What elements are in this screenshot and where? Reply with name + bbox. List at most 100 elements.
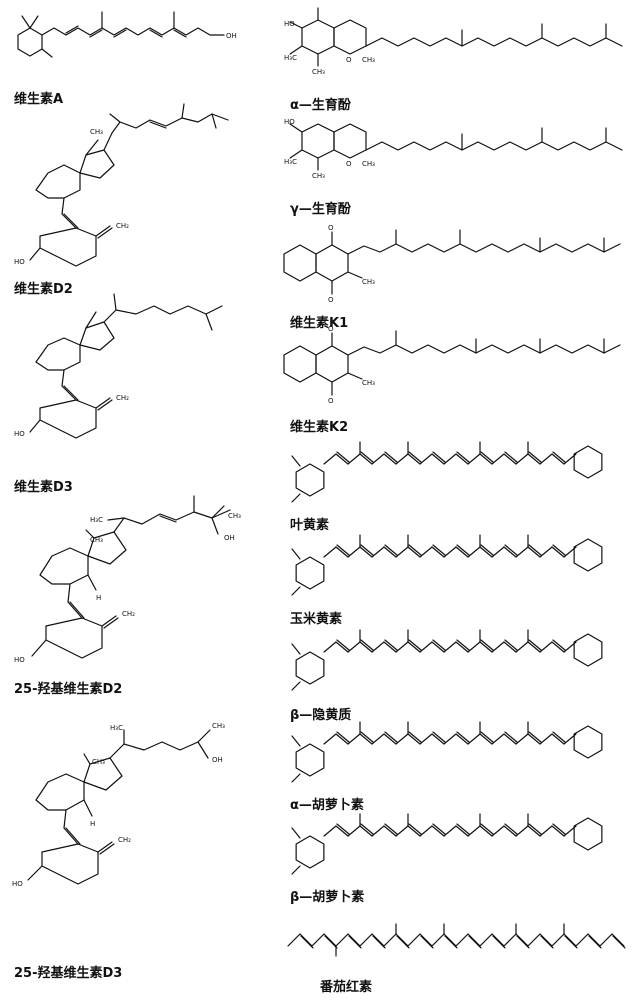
bond: [552, 544, 566, 556]
hydroxyl-label: HO: [12, 880, 23, 888]
bond: [503, 825, 517, 837]
bond: [336, 544, 350, 556]
bond: [395, 933, 409, 947]
bond: [360, 731, 374, 743]
bond: [515, 933, 529, 947]
ring: [573, 633, 603, 667]
bond: [395, 453, 409, 465]
bond: [551, 933, 565, 947]
bond: [503, 733, 517, 745]
methylene-label: CH₂: [116, 394, 129, 402]
methyl-label: CH₃: [90, 536, 103, 544]
bond: [407, 825, 421, 837]
bond: [599, 933, 613, 947]
caption-vitamin-k2: 维生素K2: [290, 420, 349, 435]
bond: [407, 546, 421, 558]
bond: [291, 493, 301, 503]
ring: [573, 445, 603, 479]
bond: [419, 733, 433, 745]
bond: [563, 641, 577, 653]
methylene-label: CH₂: [116, 222, 129, 230]
carotenoid-skeleton: [291, 813, 603, 875]
vitamin-d3-structure: CH₂ HO: [14, 293, 223, 439]
bond: [432, 823, 446, 835]
bond: [443, 453, 457, 465]
oxygen-label: O: [346, 160, 352, 168]
ring: [295, 743, 325, 777]
bond: [528, 544, 542, 556]
vitamin-k1-structure: O O CH₃: [283, 224, 621, 304]
bond: [291, 548, 301, 560]
bond: [291, 827, 301, 839]
bond: [563, 733, 577, 745]
bond: [515, 825, 529, 837]
gamma-tocopherol-structure: HO H₃C CH₃ O CH₃: [284, 118, 623, 180]
bond: [335, 546, 349, 558]
bond: [504, 544, 518, 556]
bond: [503, 546, 517, 558]
bond: [383, 733, 397, 745]
bond: [443, 933, 457, 947]
bond: [467, 546, 481, 558]
bond: [419, 453, 433, 465]
25oh-vitamin-d2-structure: H₃C CH₃ CH₃ OH H CH₂ HO: [14, 495, 241, 664]
bond: [515, 546, 529, 558]
h3c-label: H₃C: [110, 724, 123, 732]
bond: [323, 933, 337, 947]
bond: [479, 453, 493, 465]
bond: [504, 451, 518, 463]
carotenoid-skeleton: [291, 534, 603, 596]
bond: [515, 733, 529, 745]
bond: [455, 546, 469, 558]
bond: [528, 731, 542, 743]
oxygen-label: O: [328, 397, 334, 405]
methyl-label: CH₃: [228, 512, 241, 520]
bond: [408, 731, 422, 743]
vitamin-a-structure: OH: [17, 11, 237, 58]
bond: [503, 933, 517, 947]
bond: [467, 933, 481, 947]
bond: [491, 641, 505, 653]
bond: [456, 639, 470, 651]
bond: [371, 825, 385, 837]
hydroxyl-label: OH: [212, 756, 223, 764]
oxygen-label: O: [346, 56, 352, 64]
bond: [431, 933, 445, 947]
bond: [443, 825, 457, 837]
bond: [395, 733, 409, 745]
bond: [563, 546, 577, 558]
bond: [492, 935, 506, 949]
methyl-label: CH₃: [362, 160, 375, 168]
bond: [371, 546, 385, 558]
bond: [539, 733, 553, 745]
bond: [431, 825, 445, 837]
bond: [455, 825, 469, 837]
bond: [563, 825, 577, 837]
bond: [552, 451, 566, 463]
methyl-label: CH₃: [362, 379, 375, 387]
ring: [295, 556, 325, 590]
bond: [347, 453, 361, 465]
methyl-label: CH₃: [362, 278, 375, 286]
bond: [456, 544, 470, 556]
bond: [384, 451, 398, 463]
bond: [539, 546, 553, 558]
bond: [360, 451, 374, 463]
bond: [431, 733, 445, 745]
bond: [539, 453, 553, 465]
bond: [396, 935, 410, 949]
bond: [419, 641, 433, 653]
bond: [323, 825, 337, 837]
bond: [347, 641, 361, 653]
bond: [395, 641, 409, 653]
ring: [573, 725, 603, 759]
bond: [467, 733, 481, 745]
bond: [371, 733, 385, 745]
bond: [347, 825, 361, 837]
bond: [383, 453, 397, 465]
hydrogen-label: H: [96, 594, 101, 602]
bond: [395, 825, 409, 837]
caption-lycopene: 番茄红素: [320, 980, 373, 995]
bond: [384, 823, 398, 835]
